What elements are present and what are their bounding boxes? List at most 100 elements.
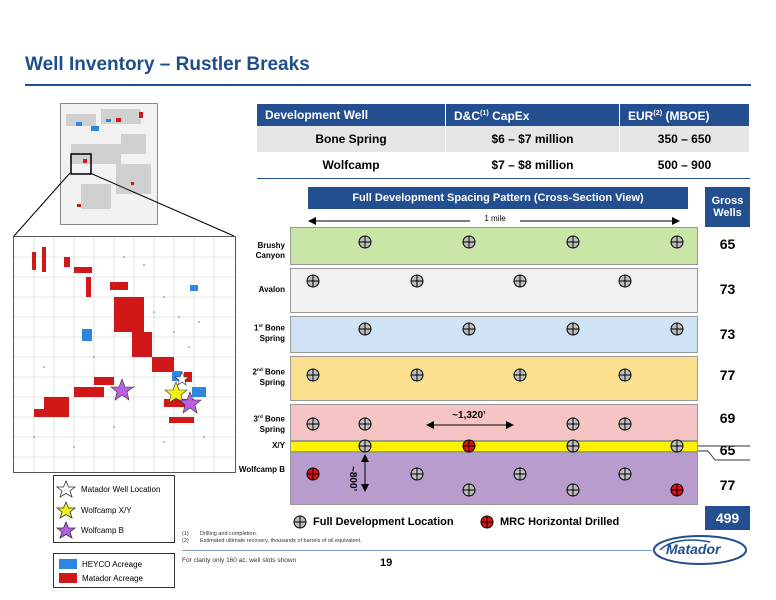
wells-2nd-bone-spring: 77 — [719, 367, 736, 383]
layer-label-brushy-canyon: Brushy Canyon — [255, 241, 285, 260]
wells-wolfcamp-b: 77 — [719, 477, 736, 493]
total-wells: 499 — [715, 510, 740, 526]
full-development-location-icon — [358, 235, 372, 249]
mrc-horizontal-drilled-icon — [670, 483, 684, 497]
footnote-1-number: (1) — [182, 531, 189, 537]
full-development-location-icon — [513, 467, 527, 481]
matador-swatch — [59, 573, 77, 583]
full-development-location-icon — [566, 483, 580, 497]
spacing-header: Full Development Spacing Pattern (Cross-… — [308, 187, 688, 209]
footnote-2-number: (2) — [182, 538, 189, 544]
band-avalon — [290, 268, 698, 313]
full-development-location-icon — [618, 417, 632, 431]
legend-matador-well: Matador Well Location — [81, 485, 161, 494]
header-development-well: Development Well — [257, 104, 446, 126]
heyco-label: HEYCO Acreage — [82, 560, 143, 569]
legend-full-development-icon — [293, 515, 307, 529]
full-development-location-icon — [566, 235, 580, 249]
total-wells-box: 499 — [705, 506, 750, 530]
band-xy — [290, 441, 698, 452]
cell-eur: 500 – 900 — [619, 152, 750, 178]
full-development-location-icon — [358, 439, 372, 453]
cell-capex: $7 – $8 million — [445, 152, 620, 178]
full-development-location-icon — [306, 417, 320, 431]
cell-well: Bone Spring — [257, 126, 446, 152]
full-development-location-icon — [566, 439, 580, 453]
matador-label: Matador Acreage — [82, 574, 143, 583]
mrc-horizontal-drilled-icon — [306, 467, 320, 481]
legend-wolfcamp-xy: Wolfcamp X/Y — [81, 506, 132, 515]
table-header-row: Development Well D&C(1) CapEx EUR(2) (MB… — [257, 104, 750, 126]
legend-star-icons — [56, 479, 76, 539]
layer-label-xy: X/Y — [272, 441, 285, 450]
wells-3rd-bone-spring: 69 — [719, 410, 736, 426]
table-bottom-rule — [257, 178, 750, 179]
map-legend: Matador Well Location Wolfcamp X/Y Wolfc… — [53, 475, 175, 543]
overview-map-art — [61, 104, 157, 224]
mrc-horizontal-drilled-icon — [462, 439, 476, 453]
clarity-note: For clarity only 160 ac. well slots show… — [182, 557, 297, 564]
full-development-location-icon — [358, 322, 372, 336]
overview-map — [60, 103, 158, 225]
layer-label-3rd-bone-spring: 3rd Bone Spring — [253, 414, 286, 434]
full-development-location-icon — [462, 235, 476, 249]
title-rule — [25, 84, 751, 86]
full-development-location-icon — [618, 368, 632, 382]
full-development-location-icon — [670, 235, 684, 249]
wells-brushy-canyon: 65 — [719, 236, 736, 252]
legend-mrc-label: MRC Horizontal Drilled — [500, 516, 620, 528]
footnote-1-text: Drilling and completion. — [200, 531, 258, 537]
matador-logo: Matador — [650, 530, 750, 570]
footer-rule — [182, 550, 652, 551]
matador-logo-icon — [653, 535, 747, 565]
footnote-2-text: Estimated ultimate recovery, thousands o… — [200, 538, 362, 544]
logo-text: Matador — [666, 541, 721, 557]
cell-well: Wolfcamp — [257, 152, 446, 178]
full-development-location-icon — [618, 467, 632, 481]
detail-map-art — [14, 237, 235, 472]
full-development-location-icon — [513, 368, 527, 382]
band-1st-bone-spring — [290, 316, 698, 353]
full-development-location-icon — [513, 274, 527, 288]
legend-wolfcamp-b: Wolfcamp B — [81, 526, 124, 535]
cell-eur: 350 – 650 — [619, 126, 750, 152]
acreage-legend: HEYCO Acreage Matador Acreage — [53, 553, 175, 588]
mile-scale-label: 1 mile — [470, 214, 520, 223]
header-capex: D&C(1) CapEx — [445, 104, 620, 126]
layer-label-avalon: Avalon — [258, 285, 285, 294]
wells-1st-bone-spring: 73 — [719, 326, 736, 342]
full-development-location-icon — [670, 439, 684, 453]
full-development-location-icon — [618, 274, 632, 288]
header-eur: EUR(2) (MBOE) — [619, 104, 750, 126]
full-development-location-icon — [410, 467, 424, 481]
full-development-location-icon — [306, 274, 320, 288]
full-development-location-icon — [566, 322, 580, 336]
detail-map — [13, 236, 236, 473]
development-table: Development Well D&C(1) CapEx EUR(2) (MB… — [257, 104, 750, 178]
page-number: 19 — [380, 557, 393, 569]
table-row: Wolfcamp $7 – $8 million 500 – 900 — [257, 152, 750, 178]
wells-avalon: 73 — [719, 281, 736, 297]
full-development-location-icon — [410, 274, 424, 288]
full-development-location-icon — [670, 322, 684, 336]
gross-wells-header: Gross Wells — [705, 187, 750, 227]
full-development-location-icon — [358, 417, 372, 431]
band-brushy-canyon — [290, 227, 698, 265]
legend-full-development-label: Full Development Location — [313, 516, 454, 528]
full-development-location-icon — [462, 322, 476, 336]
horizontal-spacing-label: ~1,320’ — [452, 410, 486, 421]
full-development-location-icon — [306, 368, 320, 382]
heyco-swatch — [59, 559, 77, 569]
full-development-location-icon — [566, 417, 580, 431]
page-title: Well Inventory – Rustler Breaks — [25, 54, 310, 75]
layer-label-2nd-bone-spring: 2nd Bone Spring — [252, 367, 285, 387]
band-wolfcamp-b — [290, 452, 698, 505]
legend-mrc-icon — [480, 515, 494, 529]
layer-label-wolfcamp-b: Wolfcamp B — [238, 465, 285, 474]
vertical-spacing-label: ~800’ — [347, 466, 358, 492]
cell-capex: $6 – $7 million — [445, 126, 620, 152]
